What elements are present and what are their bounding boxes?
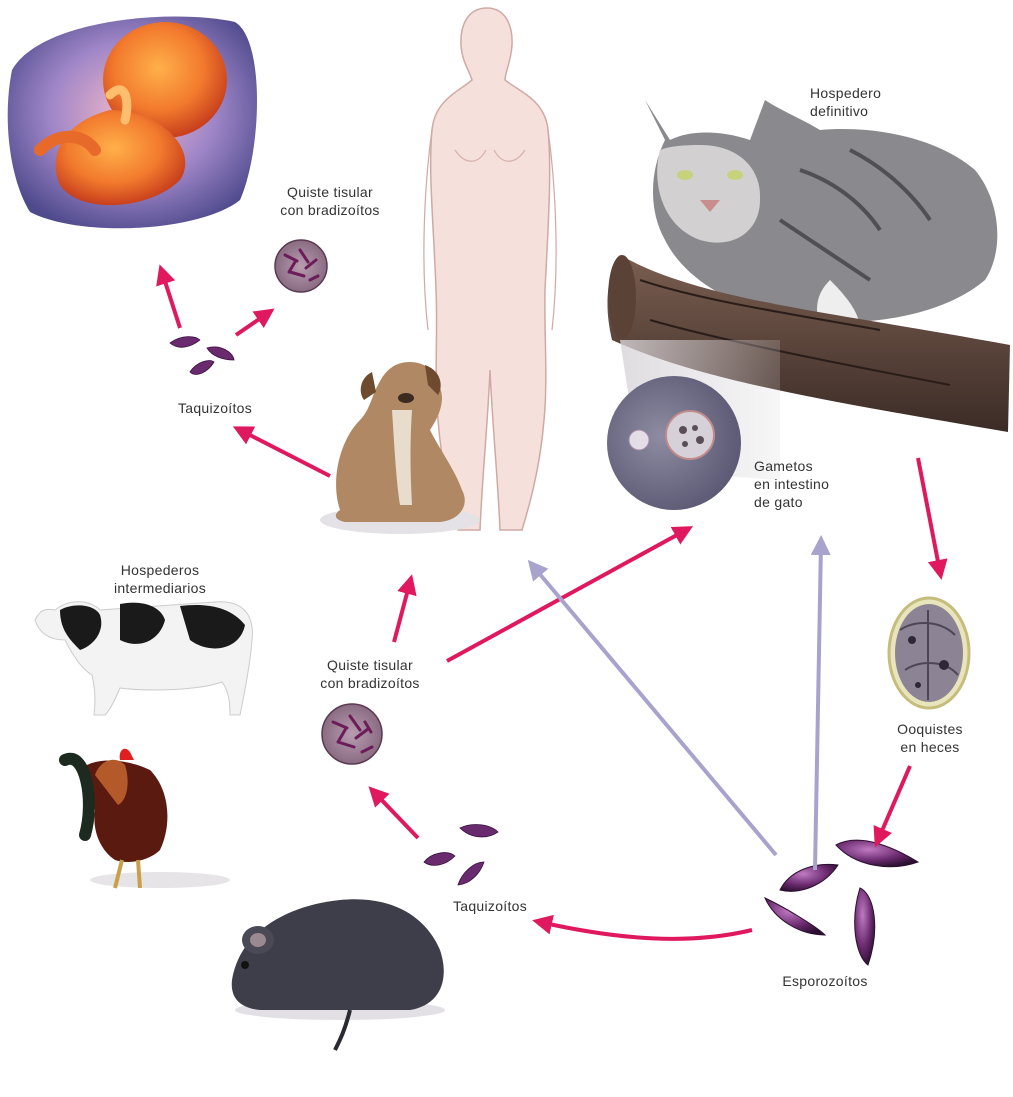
arrow-dog-to-tachy xyxy=(240,430,330,476)
human-figure-icon xyxy=(424,8,556,530)
sporozoite-icon xyxy=(765,840,918,965)
arrow-sporozoites-to-gametes xyxy=(815,543,821,870)
arrow-sporozoites-to-human xyxy=(533,566,776,855)
oocyst-icon xyxy=(889,598,969,708)
arrow-sporozoites-to-tachy xyxy=(540,922,752,939)
fetus-icon xyxy=(8,17,257,229)
label-cyst-top-line2: con bradizoítos xyxy=(255,201,405,219)
label-tachy-bottom: Taquizoítos xyxy=(420,897,560,915)
label-intermediate-hosts: Hospederos intermediarios xyxy=(80,561,240,597)
arrow-cat-to-oocyst xyxy=(918,458,940,572)
intestine-gamete-icon xyxy=(607,376,741,510)
mouse-icon xyxy=(232,899,445,1050)
label-definitive-host-line1: Hospedero xyxy=(810,84,930,102)
rooster-icon xyxy=(65,749,230,888)
label-sporozoites: Esporozoítos xyxy=(755,972,895,990)
label-gametes: Gametos en intestino de gato xyxy=(754,457,874,511)
tachyzoite-icon xyxy=(424,825,498,885)
tachyzoite-icon xyxy=(170,337,234,375)
label-cyst-mid: Quiste tisular con bradizoítos xyxy=(290,656,450,692)
label-cyst-mid-line1: Quiste tisular xyxy=(290,656,450,674)
label-cyst-top-line1: Quiste tisular xyxy=(255,183,405,201)
arrow-cyst-to-gametes xyxy=(447,530,686,661)
arrow-tachy-to-cyst-mid xyxy=(374,792,418,838)
arrow-tachy-to-cyst-top xyxy=(236,313,268,335)
label-oocysts: Ooquistes en heces xyxy=(870,720,990,756)
label-intermediate-hosts-line1: Hospederos xyxy=(80,561,240,579)
cow-icon xyxy=(35,602,252,715)
tissue-cyst-icon xyxy=(322,704,382,764)
label-cyst-mid-line2: con bradizoítos xyxy=(290,674,450,692)
label-cyst-top: Quiste tisular con bradizoítos xyxy=(255,183,405,219)
label-oocysts-line2: en heces xyxy=(870,738,990,756)
label-gametes-line3: de gato xyxy=(754,493,874,511)
label-gametes-line2: en intestino xyxy=(754,475,874,493)
arrow-oocyst-to-sporozoites xyxy=(878,766,910,840)
label-definitive-host-line2: definitivo xyxy=(810,102,930,120)
arrow-cyst-to-human xyxy=(394,582,410,642)
label-tachy-top: Taquizoítos xyxy=(140,399,290,417)
label-oocysts-line1: Ooquistes xyxy=(870,720,990,738)
label-intermediate-hosts-line2: intermediarios xyxy=(80,579,240,597)
label-definitive-host: Hospedero definitivo xyxy=(810,84,930,120)
arrow-tachy-to-fetus xyxy=(162,272,180,328)
label-gametes-line1: Gametos xyxy=(754,457,874,475)
tissue-cyst-icon xyxy=(275,240,327,292)
